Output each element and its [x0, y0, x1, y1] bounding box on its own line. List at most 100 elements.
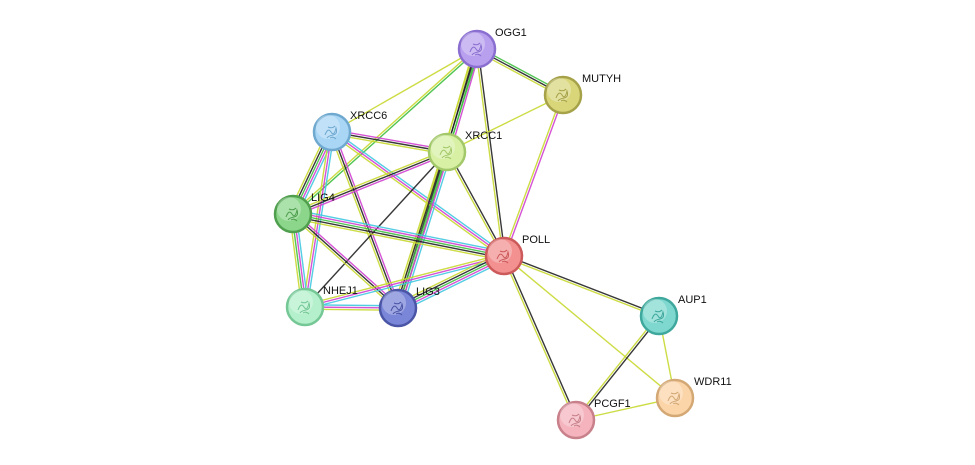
edge-evidence-line	[576, 316, 661, 422]
node-lig3[interactable]: LIG3	[378, 286, 440, 328]
protein-structure-icon	[324, 125, 338, 140]
node-mutyh[interactable]: MUTYH	[543, 73, 621, 115]
edge-xrcc6-xrcc1[interactable]	[331, 129, 448, 155]
edge-evidence-line	[331, 48, 478, 133]
edge-evidence-line	[291, 47, 477, 214]
edge-evidence-line	[397, 151, 448, 309]
edge-evidence-line	[291, 215, 397, 311]
protein-structure-icon	[285, 207, 299, 222]
edge-evidence-line	[304, 255, 505, 308]
node-label-wdr11: WDR11	[694, 376, 732, 388]
node-circle	[427, 132, 467, 172]
edge-evidence-line	[504, 255, 578, 420]
node-xrcc1[interactable]: XRCC1	[427, 130, 502, 172]
edge-poll-pcgf1[interactable]	[502, 255, 578, 421]
edge-evidence-line	[446, 94, 564, 153]
protein-structure-icon	[568, 413, 582, 428]
node-nhej1[interactable]: NHEJ1	[285, 285, 358, 327]
edge-poll-lig3[interactable]	[395, 251, 507, 313]
edge-xrcc1-poll[interactable]	[445, 151, 506, 257]
edge-xrcc1-lig4[interactable]	[291, 149, 449, 217]
edge-evidence-line	[293, 211, 505, 255]
node-circle	[273, 194, 313, 234]
edge-xrcc6-poll[interactable]	[330, 129, 506, 259]
edge-evidence-line	[331, 131, 448, 153]
edge-evidence-line	[503, 256, 659, 318]
protein-structure-icon	[297, 300, 311, 315]
edge-evidence-line	[477, 48, 506, 256]
edge-evidence-line	[504, 254, 660, 316]
edge-evidence-line	[292, 213, 399, 309]
edge-xrcc6-lig3[interactable]	[329, 130, 401, 310]
edge-ogg1-lig4[interactable]	[291, 47, 479, 216]
node-lig4[interactable]: LIG4	[273, 192, 335, 234]
edge-evidence-line	[293, 208, 505, 253]
edge-evidence-line	[292, 215, 504, 259]
node-xrcc6[interactable]: XRCC6	[312, 110, 387, 152]
protein-structure-icon	[667, 391, 681, 406]
edge-evidence-line	[291, 149, 447, 213]
protein-structure-icon	[496, 249, 510, 264]
edge-evidence-line	[504, 95, 565, 257]
edge-evidence-line	[445, 152, 504, 257]
edge-evidence-line	[399, 259, 507, 313]
node-pcgf1[interactable]: PCGF1	[556, 398, 631, 440]
edge-lig4-poll[interactable]	[292, 208, 505, 262]
edge-evidence-line	[331, 131, 399, 309]
protein-structure-icon	[439, 145, 453, 160]
edge-poll-aup1[interactable]	[503, 254, 660, 318]
edge-evidence-line	[395, 251, 503, 305]
edge-ogg1-xrcc6[interactable]	[331, 48, 478, 133]
edge-evidence-line	[401, 153, 452, 310]
edge-evidence-line	[574, 314, 659, 420]
node-label-aup1: AUP1	[678, 294, 707, 306]
edge-evidence-line	[396, 253, 504, 307]
node-circle	[457, 29, 497, 69]
node-label-mutyh: MUTYH	[582, 73, 621, 85]
edge-evidence-line	[332, 129, 506, 255]
edge-evidence-line	[447, 151, 506, 256]
edge-lig4-lig3[interactable]	[291, 211, 400, 311]
edge-evidence-line	[503, 255, 676, 399]
edge-mutyh-xrcc1[interactable]	[446, 94, 564, 153]
edge-evidence-line	[292, 217, 504, 262]
node-label-lig4: LIG4	[311, 192, 335, 204]
edge-ogg1-poll[interactable]	[475, 48, 506, 257]
protein-structure-icon	[651, 309, 665, 324]
edge-evidence-line	[304, 151, 448, 308]
edge-evidence-line	[329, 132, 397, 310]
node-aup1[interactable]: AUP1	[639, 294, 707, 336]
edge-evidence-line	[331, 133, 447, 155]
edge-evidence-line	[331, 131, 505, 257]
node-circle	[639, 296, 679, 336]
node-label-ogg1: OGG1	[495, 27, 527, 39]
edge-evidence-line	[332, 129, 448, 151]
edge-evidence-line	[292, 213, 505, 257]
node-label-pcgf1: PCGF1	[594, 398, 631, 410]
node-poll[interactable]: POLL	[484, 234, 550, 276]
edge-mutyh-poll[interactable]	[502, 94, 565, 257]
node-circle	[556, 400, 596, 440]
node-label-poll: POLL	[522, 234, 550, 246]
node-wdr11[interactable]: WDR11	[655, 376, 732, 418]
edge-evidence-line	[293, 153, 449, 217]
protein-structure-icon	[469, 42, 483, 57]
node-label-nhej1: NHEJ1	[323, 285, 358, 297]
node-circle	[378, 288, 418, 328]
node-circle	[655, 378, 695, 418]
edge-xrcc1-nhej1[interactable]	[304, 151, 448, 308]
edge-evidence-line	[398, 257, 506, 311]
node-circle	[543, 75, 583, 115]
node-label-lig3: LIG3	[416, 286, 440, 298]
edge-poll-wdr11[interactable]	[503, 255, 676, 399]
edge-evidence-line	[304, 253, 504, 306]
edge-aup1-pcgf1[interactable]	[574, 314, 661, 422]
edge-evidence-line	[293, 49, 479, 216]
protein-structure-icon	[390, 301, 404, 316]
edge-evidence-line	[292, 151, 448, 215]
edge-evidence-line	[397, 255, 505, 309]
edge-evidence-line	[330, 133, 504, 259]
edge-evidence-line	[475, 49, 504, 257]
node-ogg1[interactable]: OGG1	[457, 27, 527, 69]
